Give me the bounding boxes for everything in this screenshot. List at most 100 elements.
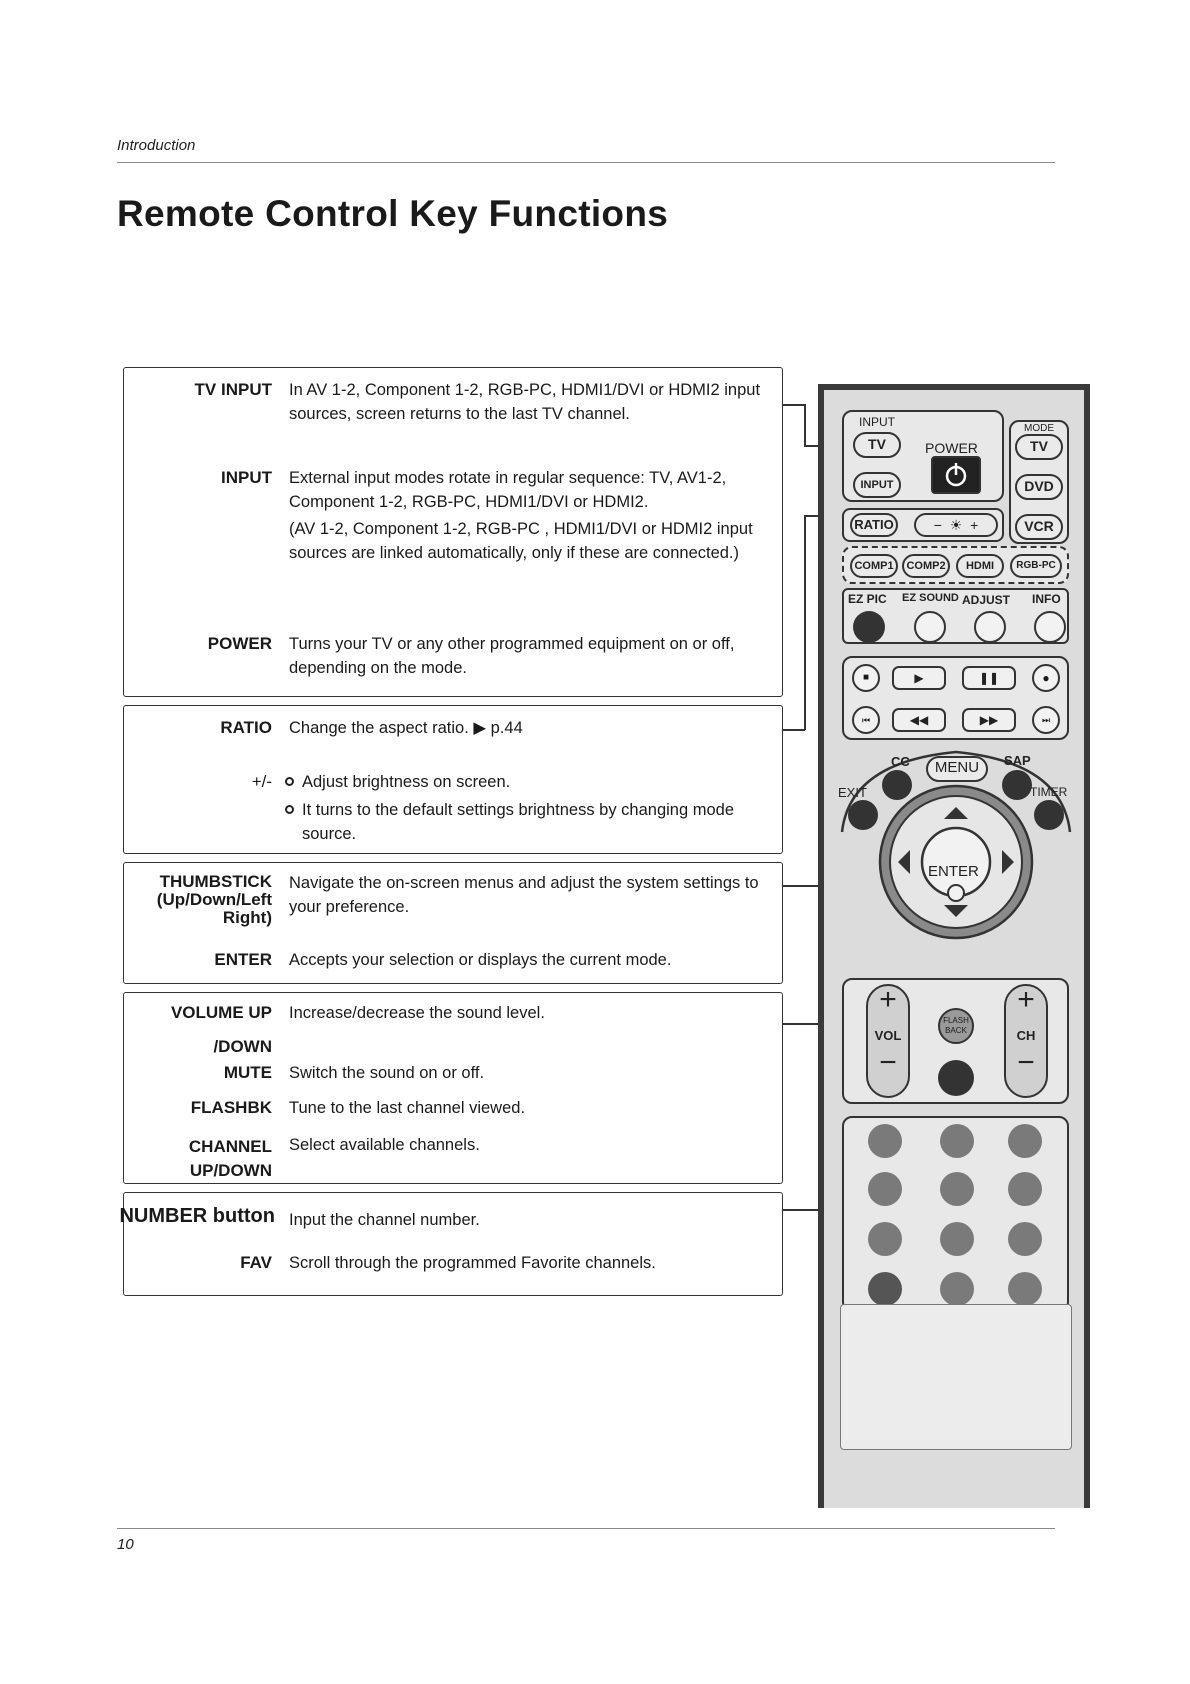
hdmi-button[interactable]: HDMI [956,554,1004,578]
ez-pic-button[interactable] [853,611,885,643]
stop-button[interactable]: ■ [852,664,880,692]
navigation-pad [840,750,1072,940]
leader-line [783,404,805,406]
sap-button[interactable] [1002,770,1032,800]
exit-button[interactable] [848,800,878,830]
leader-line [783,729,805,731]
menu-button[interactable]: MENU [926,756,988,782]
box-volume-channel: VOLUME UP /DOWN Increase/decrease the so… [123,992,783,1184]
rewind-button[interactable]: ◀◀ [892,708,946,732]
leader-line [783,1023,839,1025]
key-label: THUMBSTICK (Up/Down/Left Right) [156,872,272,927]
key-description: Input the channel number. [289,1211,480,1229]
skip-back-button[interactable]: ⏮ [852,706,880,734]
comp1-button[interactable]: COMP1 [850,554,898,578]
rgb-pc-button[interactable]: RGB-PC [1010,554,1062,578]
number-5-button[interactable] [940,1172,974,1206]
power-button[interactable] [931,456,981,494]
key-label: CHANNEL UP/DOWN [188,1137,272,1180]
number-3-button[interactable] [1008,1124,1042,1158]
key-label: INPUT [221,468,272,487]
volume-rocker[interactable]: + VOL − [866,984,910,1098]
number-8-button[interactable] [940,1222,974,1256]
box-tv-input-power: TV INPUT In AV 1-2, Component 1-2, RGB-P… [123,367,783,697]
number-0-button[interactable] [940,1272,974,1306]
key-label: +/- [251,772,272,791]
number-2-button[interactable] [940,1124,974,1158]
tv-input-button[interactable]: TV [853,432,901,458]
mode-tv-button[interactable]: TV [1015,434,1063,460]
key-label: FAV [240,1253,272,1272]
fav-button[interactable] [1008,1272,1042,1306]
power-icon [945,463,967,487]
mode-group: MODE TV DVD VCR [1009,420,1069,544]
footer-rule [117,1528,1055,1529]
channel-rocker[interactable]: + CH − [1004,984,1048,1098]
ez-sound-button[interactable] [914,611,946,643]
ratio-button[interactable]: RATIO [850,513,898,537]
skip-forward-button[interactable]: ⏭ [1032,706,1060,734]
page-number: 10 [117,1536,134,1553]
remote-control-illustration: INPUT TV INPUT POWER MODE TV DVD VCR RAT… [818,384,1090,1508]
key-label: VOLUME UP /DOWN [170,1003,272,1056]
input-button[interactable]: INPUT [853,472,901,498]
key-description: Change the aspect ratio. ▶ p.44 [289,719,523,737]
fast-forward-button[interactable]: ▶▶ [962,708,1016,732]
key-description: Navigate the on-screen menus and adjust … [289,874,759,916]
timer-button[interactable] [1034,800,1064,830]
box-number-fav: NUMBER button Input the channel number. … [119,1192,783,1296]
key-label: MUTE [223,1063,272,1082]
bullet-icon [285,777,294,786]
key-description: External input modes rotate in regular s… [289,469,753,562]
key-description: Turns your TV or any other programmed eq… [289,635,735,677]
mute-button[interactable] [938,1060,974,1096]
key-label: RATIO [220,718,272,737]
number-1-button[interactable] [868,1124,902,1158]
ratio-group: RATIO − ☀ + [842,508,1004,542]
brightness-icon: ☀ [949,517,963,533]
list-button[interactable] [868,1272,902,1306]
source-group: COMP1 COMP2 HDMI RGB-PC [842,546,1069,584]
key-description: Scroll through the programmed Favorite c… [289,1254,656,1272]
vcr-button[interactable]: VCR [1015,514,1063,540]
brightness-rocker[interactable]: − ☀ + [914,513,998,537]
record-button[interactable]: ● [1032,664,1060,692]
header-rule [117,162,1055,163]
key-description: Select available channels. [289,1136,480,1154]
key-label: TV INPUT [194,380,272,399]
key-description: Switch the sound on or off. [289,1064,485,1082]
enter-button[interactable] [947,884,965,902]
section-label: Introduction [117,137,196,154]
key-description: In AV 1-2, Component 1-2, RGB-PC, HDMI1/… [289,381,761,423]
info-button[interactable] [1034,611,1066,643]
leader-line [783,1209,833,1211]
cc-button[interactable] [882,770,912,800]
input-power-group: INPUT TV INPUT POWER [842,410,1004,502]
number-4-button[interactable] [868,1172,902,1206]
number-9-button[interactable] [1008,1222,1042,1256]
key-label: NUMBER button [119,1205,275,1227]
key-description: Tune to the last channel viewed. [289,1099,526,1117]
key-description: Increase/decrease the sound level. [289,1004,545,1022]
remote-lower-panel [840,1304,1072,1450]
adjust-button[interactable] [974,611,1006,643]
bullet-icon [285,805,294,814]
play-button[interactable]: ▶ [892,666,946,690]
box-thumbstick-enter: THUMBSTICK (Up/Down/Left Right) Navigate… [123,862,783,984]
key-description: Accepts your selection or displays the c… [289,951,672,969]
dvd-button[interactable]: DVD [1015,474,1063,500]
pause-button[interactable]: ❚❚ [962,666,1016,690]
key-description: Adjust brightness on screen. It turns to… [285,770,770,846]
box-ratio-brightness: RATIO Change the aspect ratio. ▶ p.44 +/… [123,705,783,854]
number-pad [842,1116,1069,1312]
leader-line [804,515,806,730]
number-6-button[interactable] [1008,1172,1042,1206]
transport-group: ■ ▶ ❚❚ ● ⏮ ◀◀ ▶▶ ⏭ [842,656,1069,740]
comp2-button[interactable]: COMP2 [902,554,950,578]
key-label: FLASHBK [190,1098,272,1117]
number-7-button[interactable] [868,1222,902,1256]
ez-group: EZ PIC EZ SOUND ADJUST INFO [842,588,1069,644]
key-label: ENTER [214,950,272,969]
